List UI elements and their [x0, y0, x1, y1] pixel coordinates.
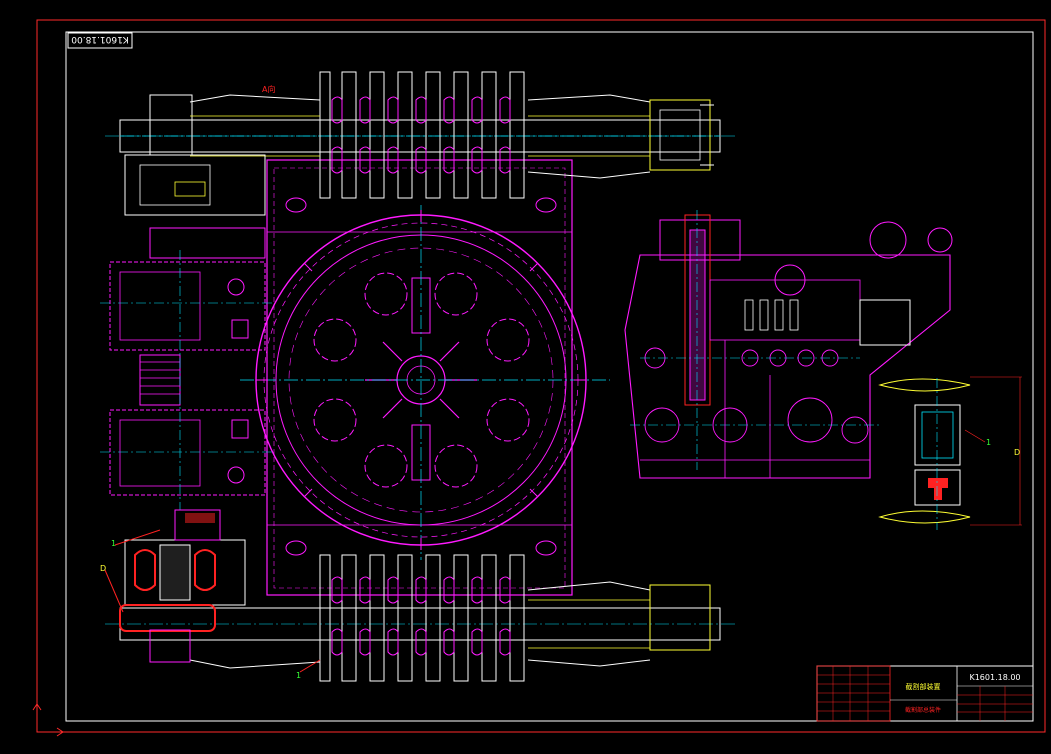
title-block-subtitle: 截割部总装件 [905, 706, 941, 714]
title-block: 截割部装置 截割部总装件 K1601.18.00 [816, 665, 1034, 722]
callout-right-1: 1 [986, 438, 991, 447]
drawing-frame [65, 31, 1034, 722]
callout-a-view: A向 [262, 84, 275, 94]
main-plan-view [240, 159, 610, 596]
top-cutting-drum: A向 [105, 71, 735, 199]
top-drum-vanes [319, 71, 525, 199]
bottom-drum-vanes [319, 554, 525, 682]
title-block-name: 截割部装置 [906, 682, 941, 691]
sheet-outer-border [36, 19, 1046, 733]
drawing-number-stamp-text: K1601.18.00 [71, 34, 129, 44]
callout-bottom-1: 1 [296, 671, 301, 680]
detail-view: 1 D [878, 376, 1022, 530]
callout-right-d: D [1014, 448, 1020, 457]
callout-left-1: 1 [111, 539, 116, 548]
title-block-drawing-number: K1601.18.00 [969, 673, 1020, 682]
left-gearbox-stack: 1 D [100, 154, 275, 663]
ucs-axis-icon [32, 703, 64, 737]
callout-left-d: D [100, 564, 106, 573]
section-view [624, 210, 953, 479]
bottom-cutting-drum: 1 [105, 554, 735, 682]
drawing-number-stamp: K1601.18.00 [67, 32, 133, 49]
